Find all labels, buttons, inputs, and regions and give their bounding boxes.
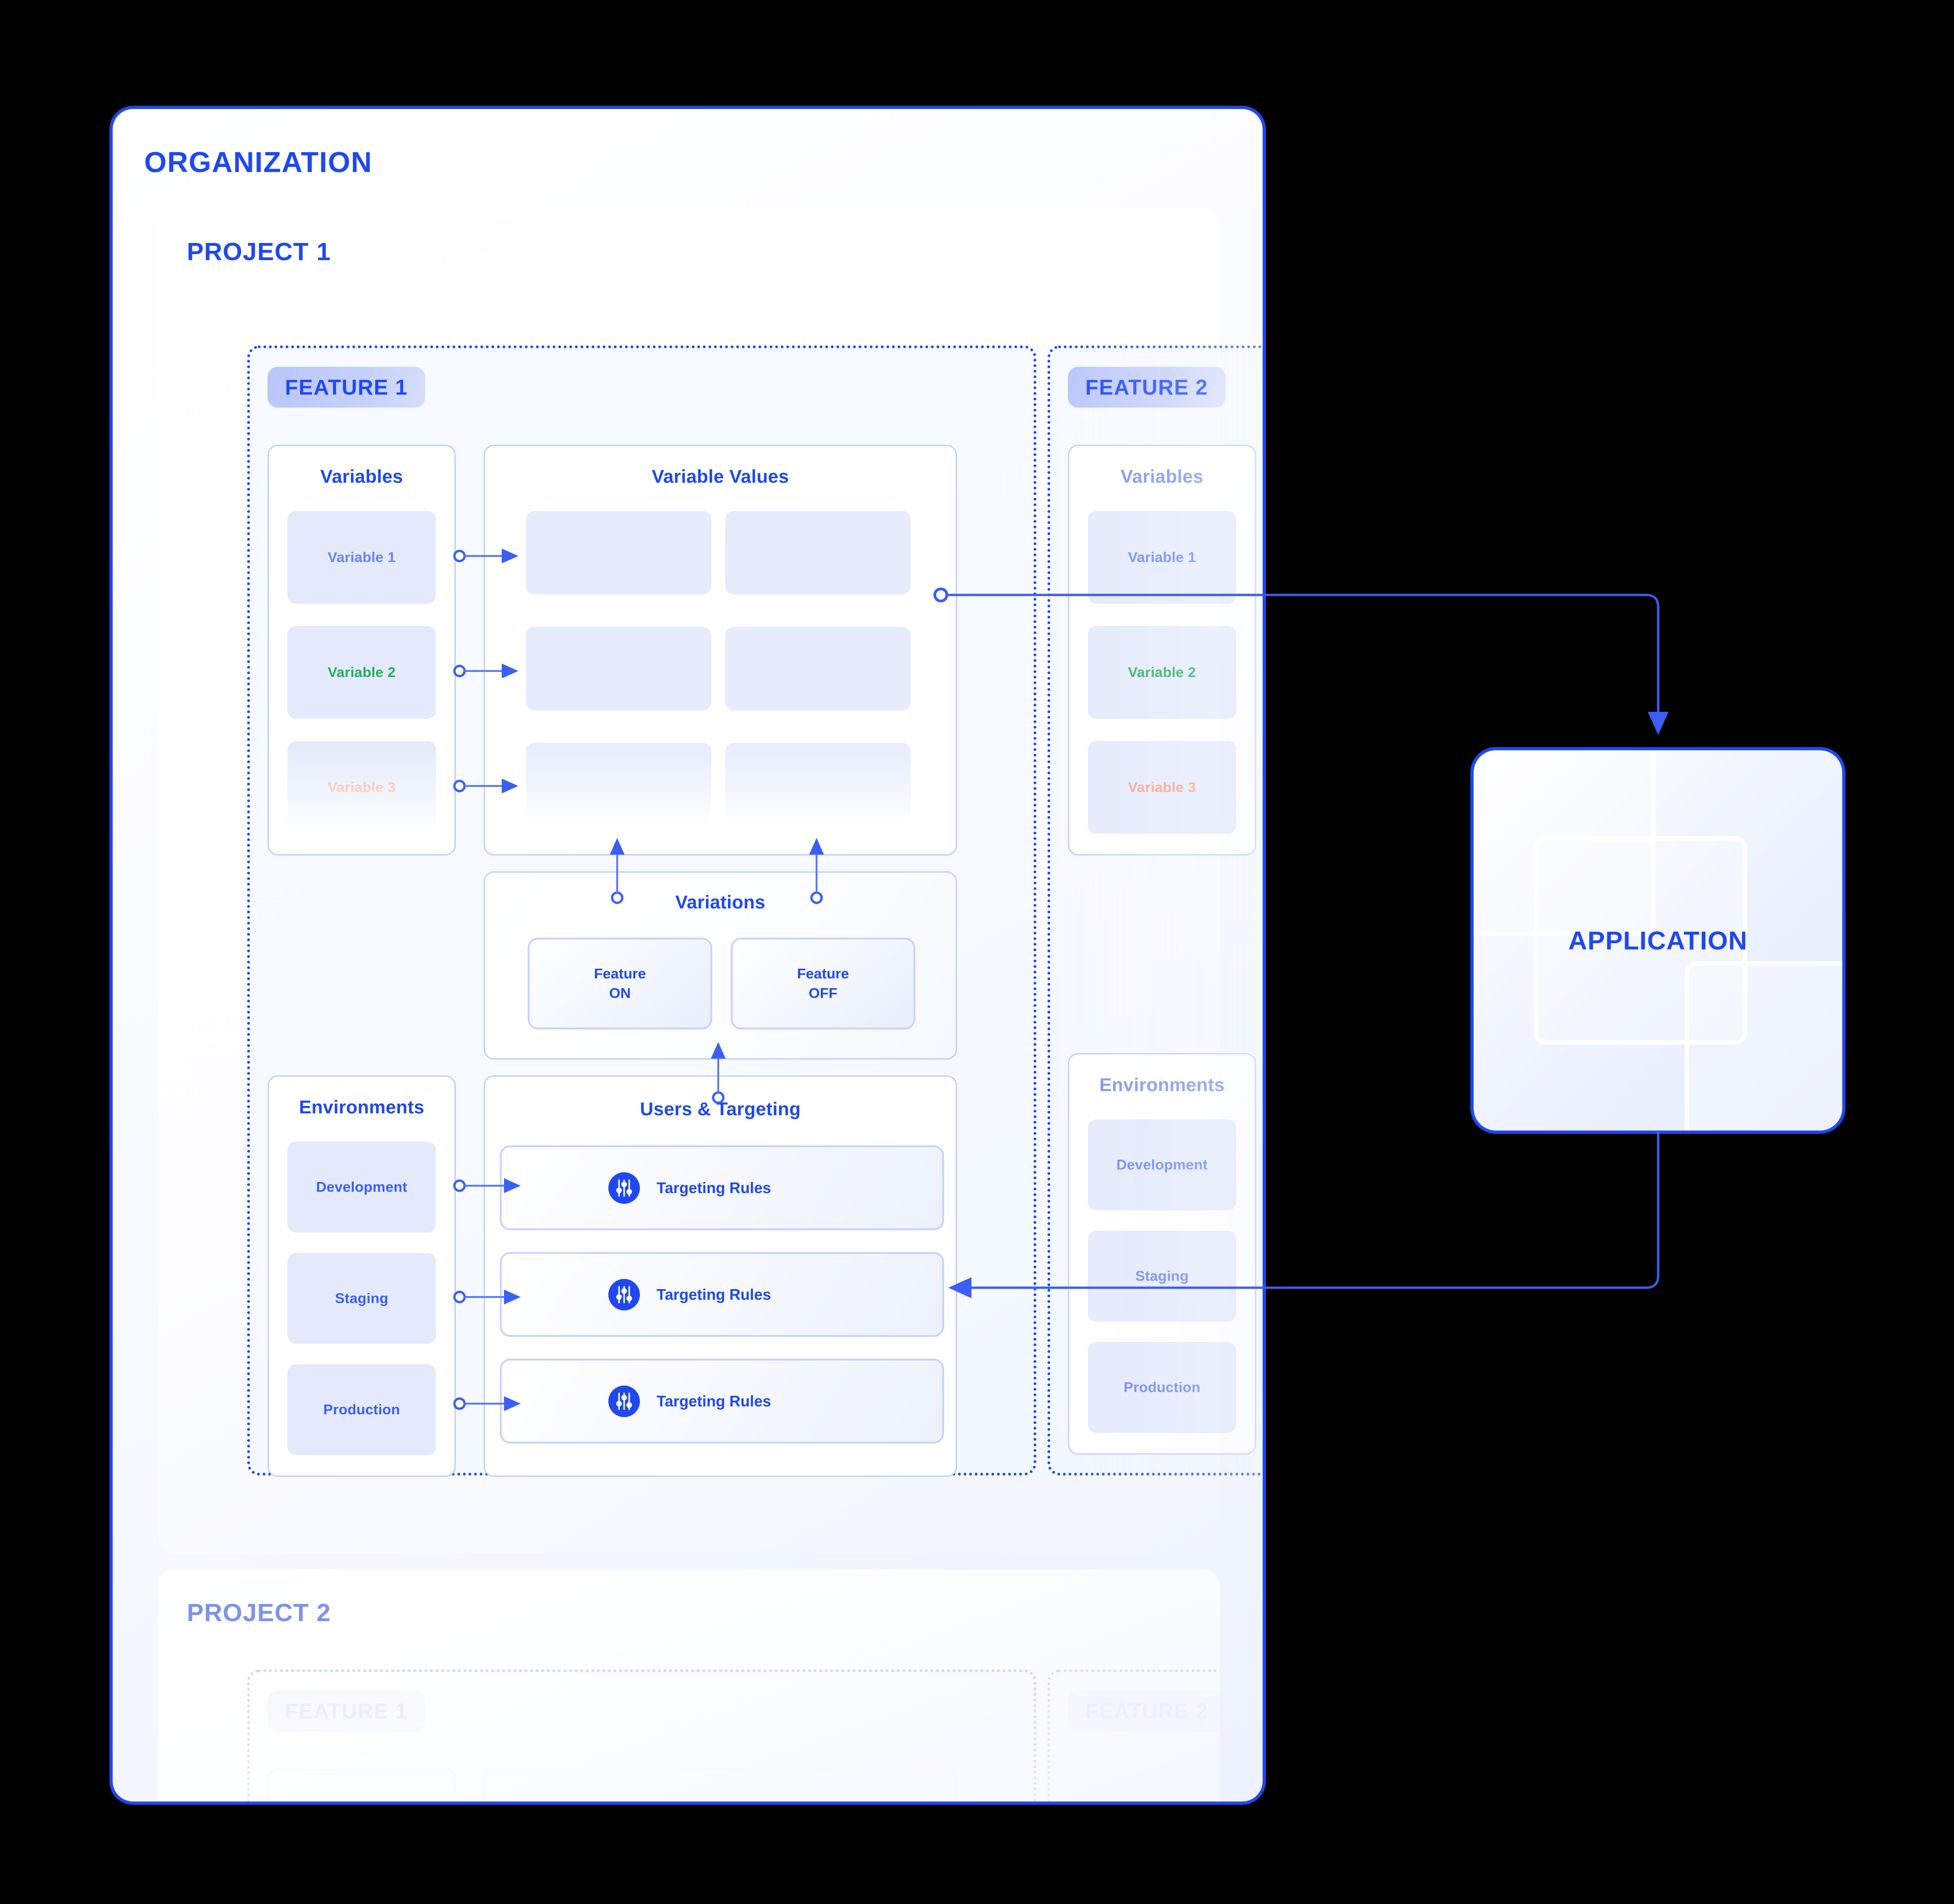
- variation-line-1: Feature: [797, 965, 849, 982]
- project-2-feature-2-container: FEATURE 2: [1047, 1669, 1263, 1802]
- variable-values-title: Variable Values: [651, 466, 789, 487]
- organization-title: ORGANIZATION: [144, 147, 373, 179]
- variation-line-2: OFF: [809, 985, 837, 1001]
- application-decor-shape: [1474, 750, 1655, 936]
- variations-title: Variations: [675, 892, 766, 913]
- feature-2-variable-tile[interactable]: Variable 2: [1088, 626, 1236, 719]
- project-2-feature-1-chip[interactable]: FEATURE 1: [268, 1691, 425, 1731]
- targeting-rule-label: Targeting Rules: [657, 1285, 771, 1303]
- project-2-feature-2-chip[interactable]: FEATURE 2: [1068, 1691, 1226, 1731]
- feature-1-chip[interactable]: FEATURE 1: [268, 367, 425, 408]
- variable-label-1: Variable 1: [327, 549, 396, 565]
- project-2-feature-1-panel: [268, 1769, 456, 1802]
- targeting-rule-label: Targeting Rules: [657, 1392, 771, 1410]
- feature-2-variable-tile[interactable]: Variable 1: [1088, 511, 1236, 604]
- targeting-rule-label: Targeting Rules: [657, 1179, 771, 1196]
- variable-value-tile[interactable]: [725, 743, 911, 826]
- variable-label-3: Variable 3: [327, 779, 396, 795]
- sliders-icon: [608, 1385, 640, 1417]
- variation-line-2: ON: [609, 985, 631, 1001]
- feature-2-environment-label: Development: [1116, 1156, 1208, 1173]
- environments-title: Environments: [299, 1097, 425, 1118]
- application-decor-shape: [1685, 961, 1842, 1131]
- project-1-title: PROJECT 1: [187, 238, 331, 266]
- variable-values-panel: Variable Values: [484, 445, 957, 856]
- targeting-rule-row-development[interactable]: Targeting Rules: [500, 1145, 944, 1230]
- application-card[interactable]: APPLICATION: [1474, 750, 1842, 1131]
- environment-tile-development[interactable]: Development: [287, 1142, 436, 1233]
- project-2-feature-1-values-panel: [484, 1769, 957, 1802]
- variation-line-1: Feature: [594, 965, 646, 982]
- environment-tile-production[interactable]: Production: [287, 1364, 436, 1455]
- targeting-rule-row-production[interactable]: Targeting Rules: [500, 1359, 944, 1444]
- feature-1-connectors: [453, 549, 824, 1411]
- feature-2-variable-label: Variable 1: [1128, 549, 1196, 565]
- users-targeting-panel: Users & Targeting: [484, 1075, 957, 1477]
- feature-2-environment-tile[interactable]: Development: [1088, 1119, 1236, 1210]
- feature-1-container: FEATURE 1 Variables Variable 1 Variable …: [247, 345, 1036, 1477]
- feature-2-variable-tile[interactable]: Variable 3: [1088, 741, 1236, 834]
- feature-2-container: FEATURE 2 Variables Variable 1 Variable …: [1047, 345, 1263, 1476]
- feature-2-environments-title: Environments: [1099, 1075, 1225, 1095]
- feature-2-variables-title: Variables: [1120, 466, 1204, 487]
- feature-2-variable-label: Variable 3: [1128, 779, 1196, 795]
- variables-panel: Variables Variable 1 Variable 2 Variable…: [268, 445, 456, 856]
- variable-value-tile[interactable]: [725, 511, 911, 594]
- organization-card: ORGANIZATION PROJECT 1 FEATURE 2 Variabl…: [113, 109, 1263, 1802]
- variation-feature-on[interactable]: Feature ON: [528, 938, 712, 1029]
- application-decor-shape: [1534, 836, 1747, 1045]
- project-1-card: PROJECT 1 FEATURE 2 Variables Variable 1…: [158, 209, 1263, 1553]
- environment-label-staging: Staging: [335, 1290, 389, 1306]
- environments-panel: Environments Development Staging Product…: [268, 1075, 456, 1477]
- sliders-icon: [608, 1278, 640, 1310]
- variations-panel: Variations Feature ON Feature OFF: [484, 871, 957, 1060]
- feature-2-chip[interactable]: FEATURE 2: [1068, 367, 1226, 408]
- application-label: APPLICATION: [1568, 926, 1748, 955]
- project-2-card: PROJECT 2 FEATURE 1 FEATURE 2: [158, 1570, 1263, 1802]
- environment-tile-staging[interactable]: Staging: [287, 1253, 436, 1344]
- feature-2-environment-tile[interactable]: Staging: [1088, 1231, 1236, 1322]
- project-2-feature-1-container: FEATURE 1: [247, 1669, 1036, 1802]
- feature-2-environment-label: Staging: [1135, 1268, 1189, 1284]
- variable-value-tile[interactable]: [526, 627, 711, 710]
- feature-2-environments-panel: Environments Development Staging Product…: [1068, 1053, 1256, 1455]
- variables-title: Variables: [320, 466, 403, 487]
- variable-tile-3[interactable]: Variable 3: [287, 741, 436, 834]
- targeting-rule-row-staging[interactable]: Targeting Rules: [500, 1252, 944, 1337]
- variable-label-2: Variable 2: [327, 664, 396, 680]
- variable-value-tile[interactable]: [725, 627, 911, 710]
- variable-tile-1[interactable]: Variable 1: [287, 511, 436, 604]
- feature-2-environment-tile[interactable]: Production: [1088, 1342, 1236, 1433]
- feature-2-variables-panel: Variables Variable 1 Variable 2 Variable…: [1068, 445, 1256, 856]
- feature-2-environment-label: Production: [1124, 1379, 1200, 1395]
- variable-tile-2[interactable]: Variable 2: [287, 626, 436, 719]
- variation-feature-off[interactable]: Feature OFF: [731, 938, 915, 1029]
- project-2-title: PROJECT 2: [187, 1599, 331, 1627]
- environment-label-production: Production: [323, 1401, 400, 1418]
- environment-label-development: Development: [316, 1179, 408, 1195]
- project-2-faded-content: FEATURE 1 FEATURE 2: [158, 1570, 1263, 1802]
- variable-value-tile[interactable]: [526, 743, 711, 826]
- sliders-icon: [608, 1172, 640, 1204]
- variable-value-tile[interactable]: [526, 511, 711, 594]
- feature-2-variable-label: Variable 2: [1128, 664, 1196, 680]
